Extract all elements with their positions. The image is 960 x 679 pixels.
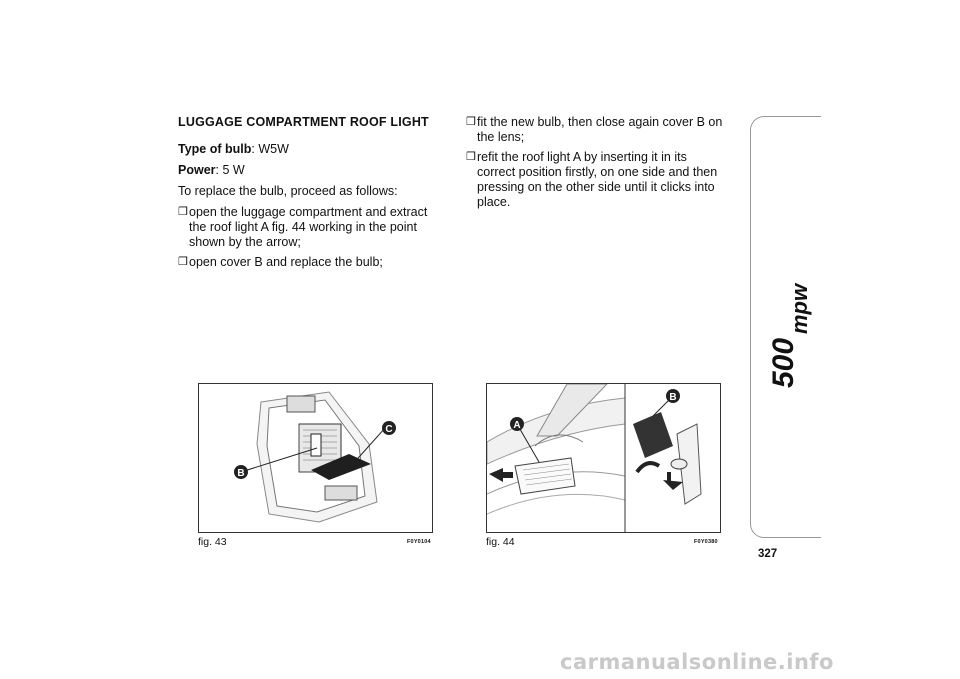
left-column: LUGGAGE COMPARTMENT ROOF LIGHT Type of b… (178, 115, 440, 275)
step-item: ❒refit the roof light A by inserting it … (466, 150, 728, 210)
push-arrow-icon (489, 468, 513, 482)
checkbox-bullet-icon: ❒ (466, 116, 476, 128)
figure-code: F0Y0380 (694, 539, 718, 545)
callout-b-label: B (669, 392, 676, 403)
intro-text: To replace the bulb, proceed as follows: (178, 184, 398, 198)
power-label: Power (178, 163, 216, 177)
right-column: ❒fit the new bulb, then close again cove… (466, 115, 728, 215)
callout-b-label: B (237, 468, 244, 479)
step-text: fit the new bulb, then close again cover… (477, 115, 723, 144)
callout-b-icon (666, 389, 680, 403)
replace-arrow-icon (663, 480, 683, 490)
step-item: ❒open the luggage compartment and extrac… (178, 205, 440, 250)
step-item: ❒open cover B and replace the bulb; (178, 255, 440, 270)
section-heading: LUGGAGE COMPARTMENT ROOF LIGHT (178, 115, 429, 129)
callout-a-icon (510, 417, 524, 431)
step-item: ❒fit the new bulb, then close again cove… (466, 115, 728, 145)
bulb-type-line: Type of bulb: W5W (178, 142, 440, 157)
power-line: Power: 5 W (178, 163, 440, 178)
page-number: 327 (758, 548, 778, 560)
roof-light-removal-illustration: A B (487, 384, 702, 532)
callout-a-label: A (513, 420, 520, 431)
chapter-tab (750, 116, 821, 538)
figure-43: B C (198, 383, 433, 533)
svg-text:500: 500 (767, 338, 800, 388)
figure-code: F0Y0104 (407, 539, 431, 545)
callout-c-icon (382, 421, 396, 435)
watermark: carmanualsonline.info (560, 650, 834, 674)
figure-caption: fig. 43 (198, 536, 227, 548)
checkbox-bullet-icon: ❒ (178, 206, 188, 218)
checkbox-bullet-icon: ❒ (466, 151, 476, 163)
figure-44: A B (486, 383, 721, 533)
step-text: open the luggage compartment and extract… (189, 205, 428, 249)
roof-light-illustration: B C (234, 391, 396, 523)
bulb-type-label: Type of bulb (178, 142, 252, 156)
step-text: refit the roof light A by inserting it i… (477, 150, 718, 209)
svg-text:mpw: mpw (787, 282, 812, 334)
callout-c-label: C (385, 424, 392, 435)
step-text: open cover B and replace the bulb; (189, 255, 383, 269)
bulb-type-value: : W5W (251, 142, 289, 156)
brand-logo: 500 mpw (757, 270, 813, 395)
power-value: : 5 W (215, 163, 245, 177)
figure-caption: fig. 44 (486, 536, 515, 548)
500-mpw-logo-icon: 500 mpw (767, 282, 812, 388)
checkbox-bullet-icon: ❒ (178, 256, 188, 268)
callout-b-icon (234, 465, 248, 479)
